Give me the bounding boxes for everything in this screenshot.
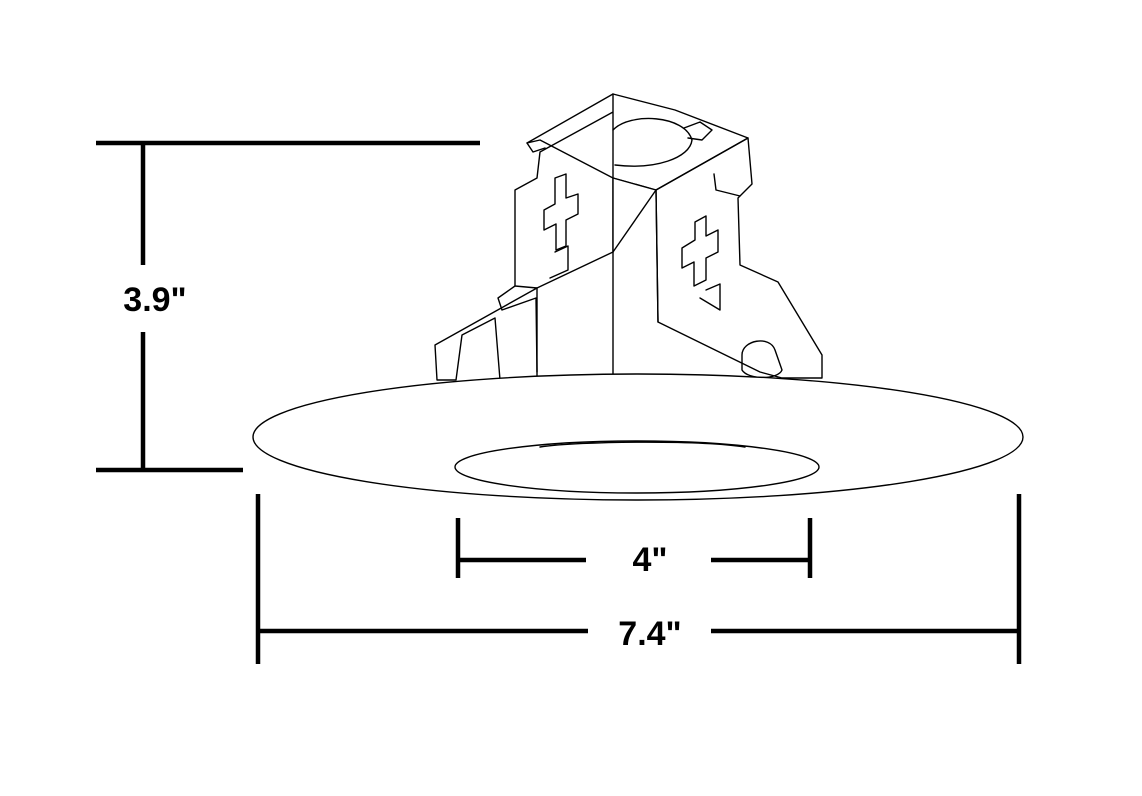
- height-dimension: 3.9": [96, 140, 480, 473]
- height-label: 3.9": [123, 281, 186, 319]
- aperture-reflector-edge: [539, 441, 746, 448]
- right-keyhole-slot: [681, 215, 719, 287]
- left-arm-bracket: [434, 287, 538, 381]
- housing-frame: [434, 93, 823, 381]
- outer-trim-ring: [252, 373, 1024, 501]
- left-lower-slot: [549, 245, 569, 279]
- center-edge: [655, 189, 659, 323]
- inner-diameter-dimension: 4": [455, 518, 813, 579]
- right-front-panel: [655, 137, 823, 379]
- top-plate-tab-left: [526, 142, 546, 153]
- right-panel-fold: [713, 173, 741, 197]
- top-plate-opening: [612, 117, 693, 167]
- inner-aperture: [454, 440, 820, 494]
- outer-diameter-label: 7.4": [618, 615, 681, 653]
- left-front-panel: [514, 93, 614, 289]
- left-keyhole-slot: [543, 173, 579, 251]
- top-plate-tab: [683, 121, 713, 141]
- right-oval-cutout: [741, 340, 783, 379]
- trim-flange: [252, 373, 1024, 501]
- right-lower-slot: [699, 283, 721, 311]
- inner-diameter-label: 4": [632, 541, 667, 579]
- outer-diameter-dimension: 7.4": [255, 494, 1022, 664]
- center-column: [612, 177, 657, 253]
